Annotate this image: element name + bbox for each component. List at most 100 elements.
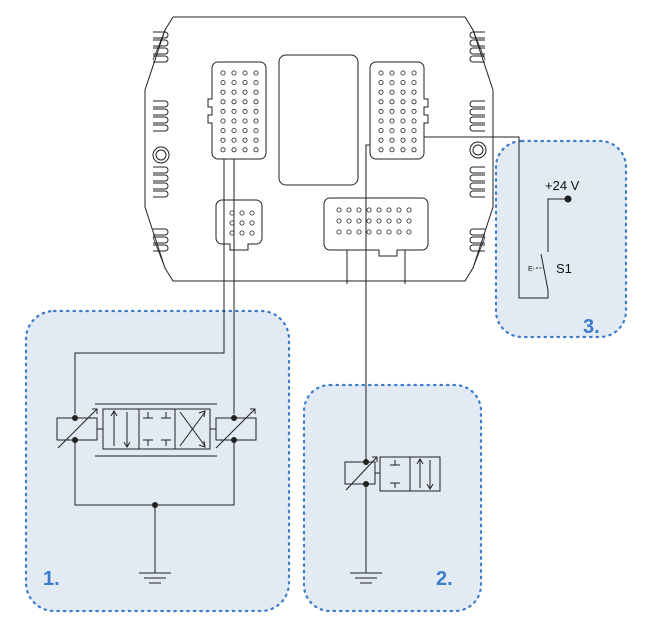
callout-number-2: 2. <box>436 568 453 590</box>
connector-pin <box>231 80 237 86</box>
callout-box-2 <box>302 383 483 613</box>
connector-pin <box>376 229 382 235</box>
mounting-hole-left <box>152 146 170 164</box>
connector-pin <box>220 70 226 76</box>
connector-pin <box>242 70 248 76</box>
connector-pin <box>406 207 412 213</box>
connector-pin <box>376 207 382 213</box>
connector-pin <box>366 207 372 213</box>
callout-box-3 <box>494 139 628 339</box>
wire-switch <box>424 136 549 299</box>
connector-pin <box>411 80 417 86</box>
connector-pin <box>249 230 255 236</box>
connector-pin <box>249 220 255 226</box>
connector-pin <box>253 70 259 76</box>
switch-circuit <box>536 198 568 291</box>
connector-pin <box>242 80 248 86</box>
connector-pin <box>239 230 245 236</box>
connector-pin <box>231 137 237 143</box>
connector-pin <box>220 118 226 124</box>
connector-pin <box>411 70 417 76</box>
connector-pin <box>400 108 406 114</box>
left-cooling-fins <box>153 31 169 252</box>
connector-pin <box>396 218 402 224</box>
connector-pin <box>231 118 237 124</box>
connector-pin <box>231 128 237 134</box>
connector-pin <box>220 99 226 105</box>
connector-pin <box>253 128 259 134</box>
callout-box-1 <box>24 309 291 613</box>
connector-pin <box>376 218 382 224</box>
connector-pin <box>239 210 245 216</box>
connector-pin <box>242 108 248 114</box>
connector-3 <box>215 199 263 251</box>
connector-pin <box>242 128 248 134</box>
connector-pin <box>253 99 259 105</box>
connector-pin <box>242 89 248 95</box>
connector-pin <box>396 229 402 235</box>
connector-pin <box>389 70 395 76</box>
connector-pin <box>356 207 362 213</box>
supply-terminal <box>564 195 572 203</box>
connector-pin <box>386 207 392 213</box>
connector-pin <box>242 118 248 124</box>
junction-dots-1 <box>72 415 237 508</box>
connector-pin <box>253 89 259 95</box>
connector-pin <box>400 137 406 143</box>
connector-pin <box>231 99 237 105</box>
connector-pin <box>346 229 352 235</box>
wire-valve-2 <box>365 144 370 465</box>
connector-pin <box>378 137 384 143</box>
supply-line <box>547 198 568 252</box>
connector-pin <box>386 218 392 224</box>
connector-pin <box>411 108 417 114</box>
connector-pin <box>242 99 248 105</box>
switch-contact <box>540 253 549 291</box>
connector-pin <box>366 218 372 224</box>
connector-pin <box>406 229 412 235</box>
connector-pin <box>389 118 395 124</box>
callout-number-1: 1. <box>43 568 60 590</box>
connector-pin <box>346 207 352 213</box>
switch-label: S1 <box>556 261 572 276</box>
connector-pin <box>378 99 384 105</box>
connector-pin <box>356 229 362 235</box>
connector-pin <box>231 108 237 114</box>
connector-pin <box>231 89 237 95</box>
connector-pin <box>411 89 417 95</box>
connector-pin <box>253 118 259 124</box>
controller-unit <box>144 16 494 284</box>
connector-pin <box>389 99 395 105</box>
connector-pin <box>220 89 226 95</box>
wiring <box>74 136 549 465</box>
connector-pin <box>411 118 417 124</box>
connector-pin <box>400 80 406 86</box>
connector-pin <box>400 99 406 105</box>
right-cooling-fins <box>469 31 485 252</box>
connector-pin <box>389 147 395 153</box>
connector-pin <box>231 70 237 76</box>
supply-label: +24 V <box>545 178 580 193</box>
connector-pin <box>220 108 226 114</box>
connector-pin <box>411 137 417 143</box>
switch-actuator-symbol: E- <box>528 266 536 273</box>
connector-pin <box>400 147 406 153</box>
connector-pin <box>389 80 395 86</box>
connector-pin <box>366 229 372 235</box>
mounting-hole-right <box>469 141 487 159</box>
connector-pin <box>411 128 417 134</box>
connector-pin <box>400 128 406 134</box>
directional-valve-2 <box>344 456 441 584</box>
connector-pin <box>400 89 406 95</box>
connector-pin <box>253 137 259 143</box>
connector-pin <box>378 80 384 86</box>
connector-pin <box>389 108 395 114</box>
connector-pin <box>253 147 259 153</box>
connector-pin <box>396 207 402 213</box>
connector-4 <box>323 197 429 257</box>
connector-pin <box>411 147 417 153</box>
connector-pin <box>253 80 259 86</box>
connector-pin <box>378 118 384 124</box>
connector-pin <box>336 218 342 224</box>
